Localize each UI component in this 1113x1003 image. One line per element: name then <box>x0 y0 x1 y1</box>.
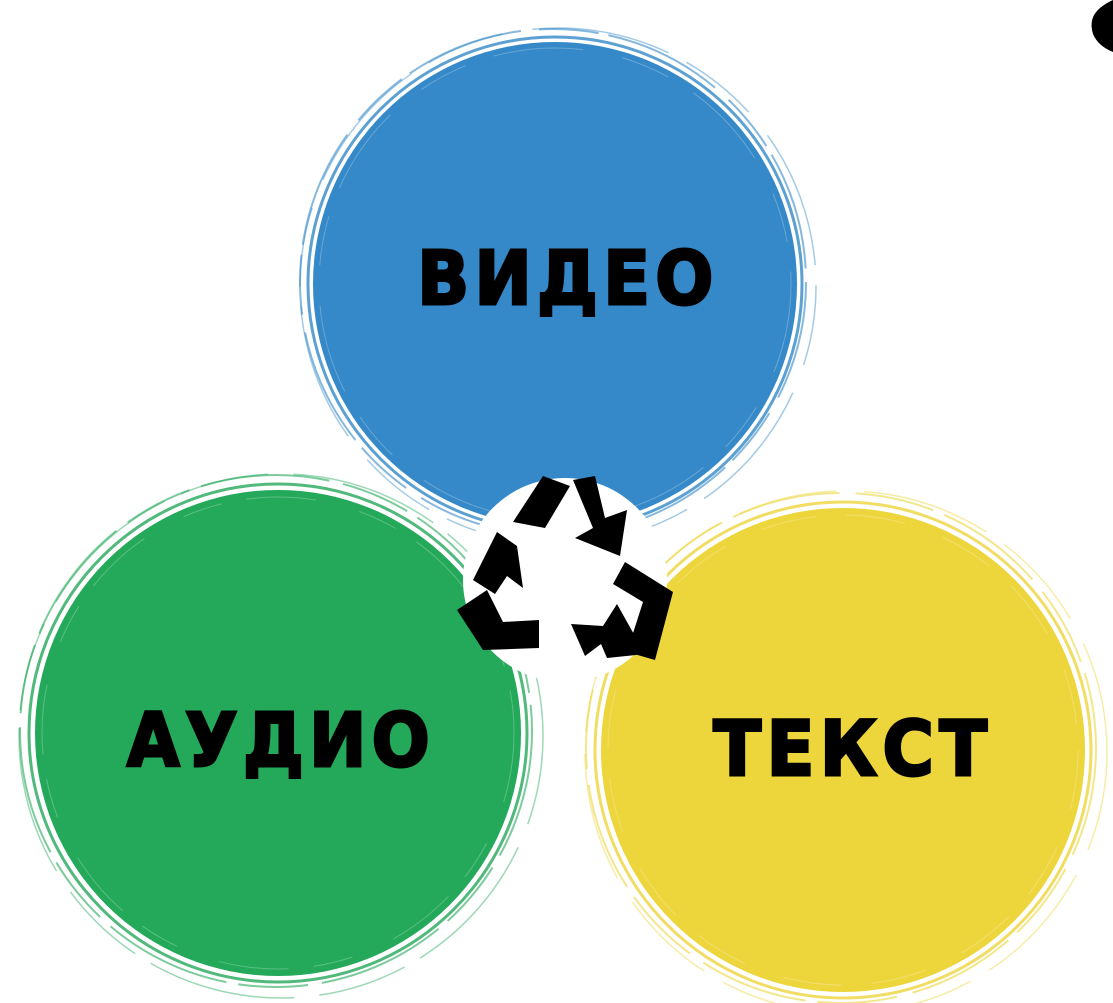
recycle-arrow-top <box>513 476 627 556</box>
recycle-arrow-right <box>571 562 673 660</box>
recycle-arrows-icon <box>457 476 673 660</box>
recycle-arrow-left <box>457 532 539 650</box>
video-label: ВИДЕО <box>416 236 719 322</box>
text-circle <box>584 490 1108 1003</box>
partial-black-shape-icon <box>1091 0 1113 52</box>
audio-circle <box>18 473 544 999</box>
text-label: ТЕКСТ <box>712 704 993 793</box>
audio-label: АУДИО <box>125 698 436 784</box>
